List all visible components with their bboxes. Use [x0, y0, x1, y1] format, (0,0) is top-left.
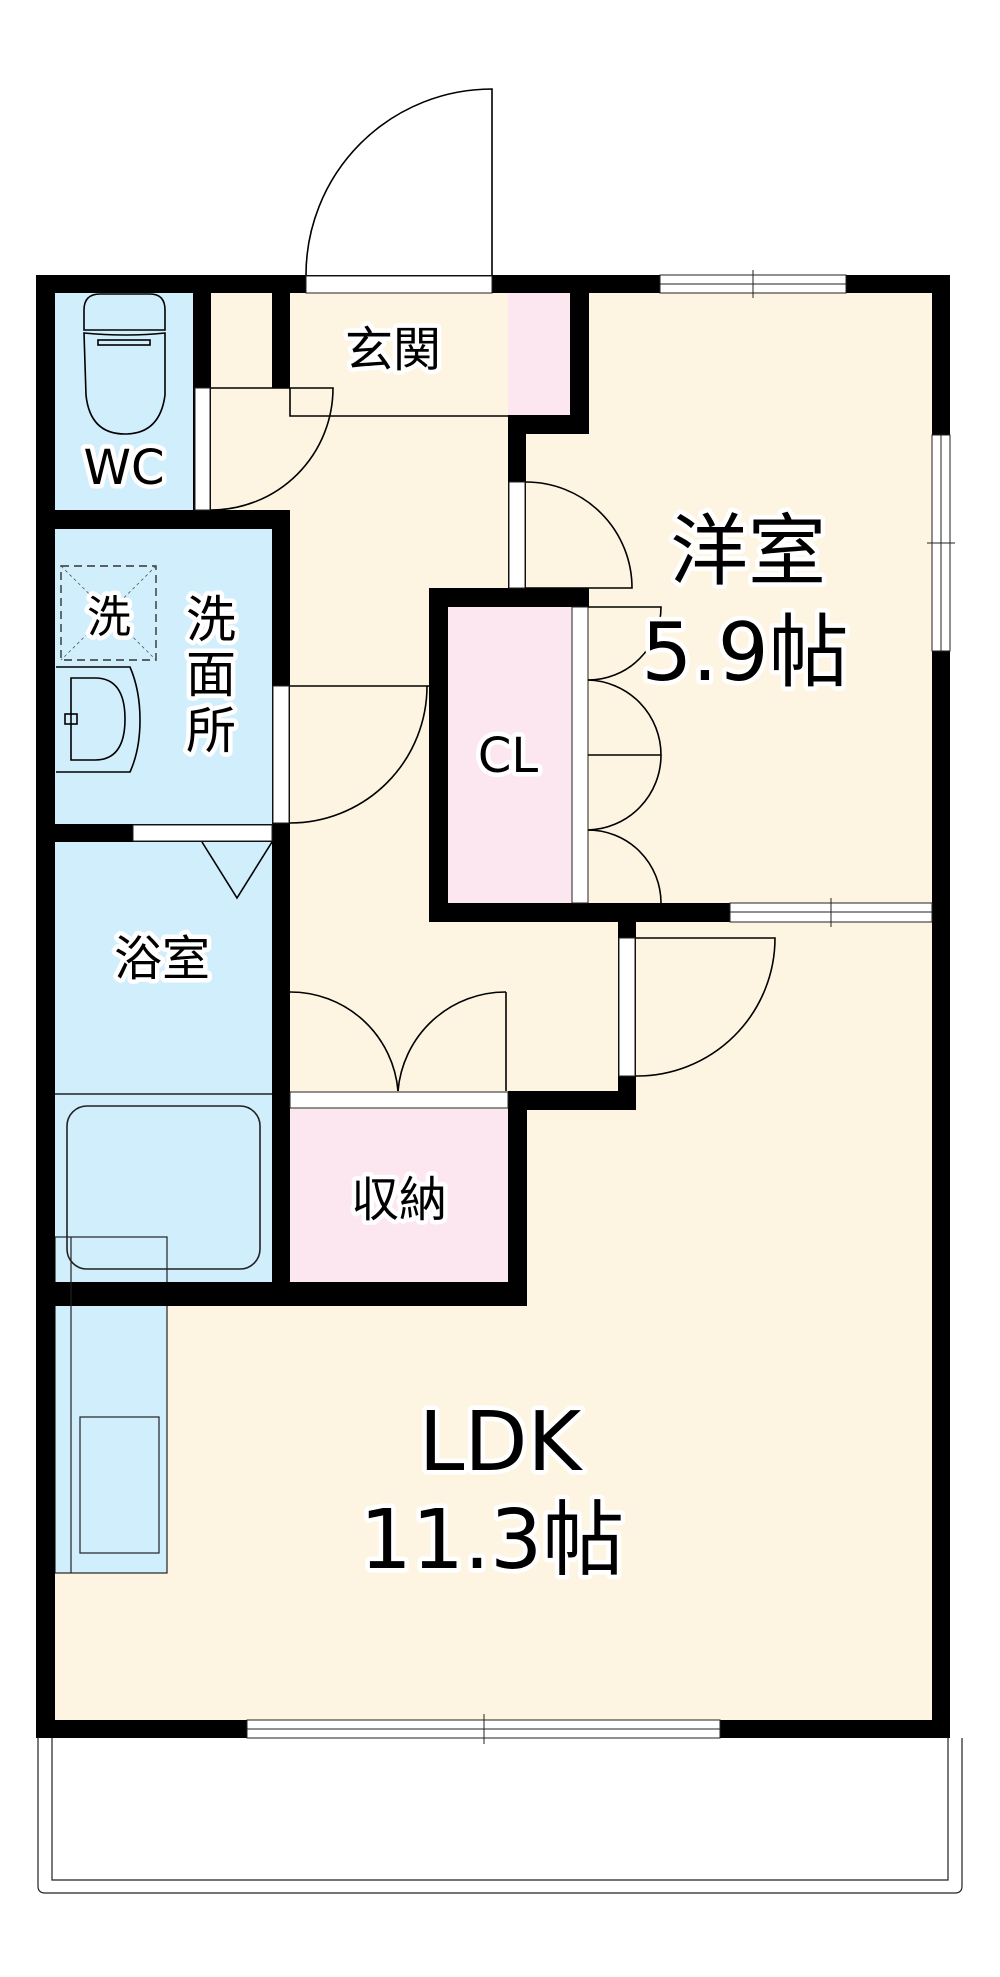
floors: [54, 293, 932, 1720]
entrance-door-opening[interactable]: [305, 275, 493, 294]
fixtures: [55, 293, 272, 1573]
closet-label: CL: [478, 728, 539, 784]
door-swings: [201, 88, 776, 1092]
ldk-door-opening[interactable]: [618, 937, 636, 1077]
storage-door-opening[interactable]: [289, 1091, 509, 1109]
wc-floor: [55, 293, 193, 510]
wash-basin-icon: [56, 666, 141, 773]
labels: WC 玄関 洋室 5.9帖 洗 洗 面 所 CL 浴室 収納 LDK 11.3帖: [79, 318, 853, 1593]
openings: [132, 270, 955, 1744]
storage-floor: [290, 1109, 508, 1282]
western-room-label: 洋室: [670, 507, 826, 597]
wc-door-opening[interactable]: [194, 387, 211, 511]
washroom-label-2: 面: [186, 646, 236, 704]
washroom-label-1: 洗: [186, 591, 236, 649]
bath-door-opening[interactable]: [132, 824, 273, 842]
washroom-label-3: 所: [186, 702, 236, 760]
storage-label: 収納: [351, 1172, 447, 1228]
balcony: [37, 1738, 963, 1894]
wc-label: WC: [84, 440, 165, 496]
toilet-icon: [83, 293, 166, 435]
washer-space-icon: [60, 565, 157, 661]
washer-label: 洗: [87, 592, 131, 643]
kitchen-sink-icon: [79, 1416, 160, 1554]
closet-door-track[interactable]: [571, 606, 589, 904]
ldk-sliding-window[interactable]: [246, 1714, 721, 1744]
closet-floor: [448, 607, 572, 903]
bathroom-floor: [55, 842, 272, 1282]
right-window[interactable]: [927, 434, 955, 652]
room-ldk-window[interactable]: [729, 898, 933, 927]
washroom-floor: [55, 529, 272, 824]
room-door-opening[interactable]: [508, 481, 526, 589]
ldk-label: LDK: [419, 1395, 584, 1490]
washroom-door-opening[interactable]: [272, 685, 290, 824]
western-room-area: 5.9帖: [641, 606, 848, 699]
genkan-label: 玄関: [345, 322, 441, 378]
shoe-cabinet: [508, 293, 570, 415]
ldk-floor: [55, 1237, 932, 1720]
bathtub-icon: [66, 1105, 261, 1270]
bathroom-label: 浴室: [114, 931, 210, 987]
ldk-area: 11.3帖: [360, 1493, 625, 1588]
top-window[interactable]: [659, 270, 847, 298]
